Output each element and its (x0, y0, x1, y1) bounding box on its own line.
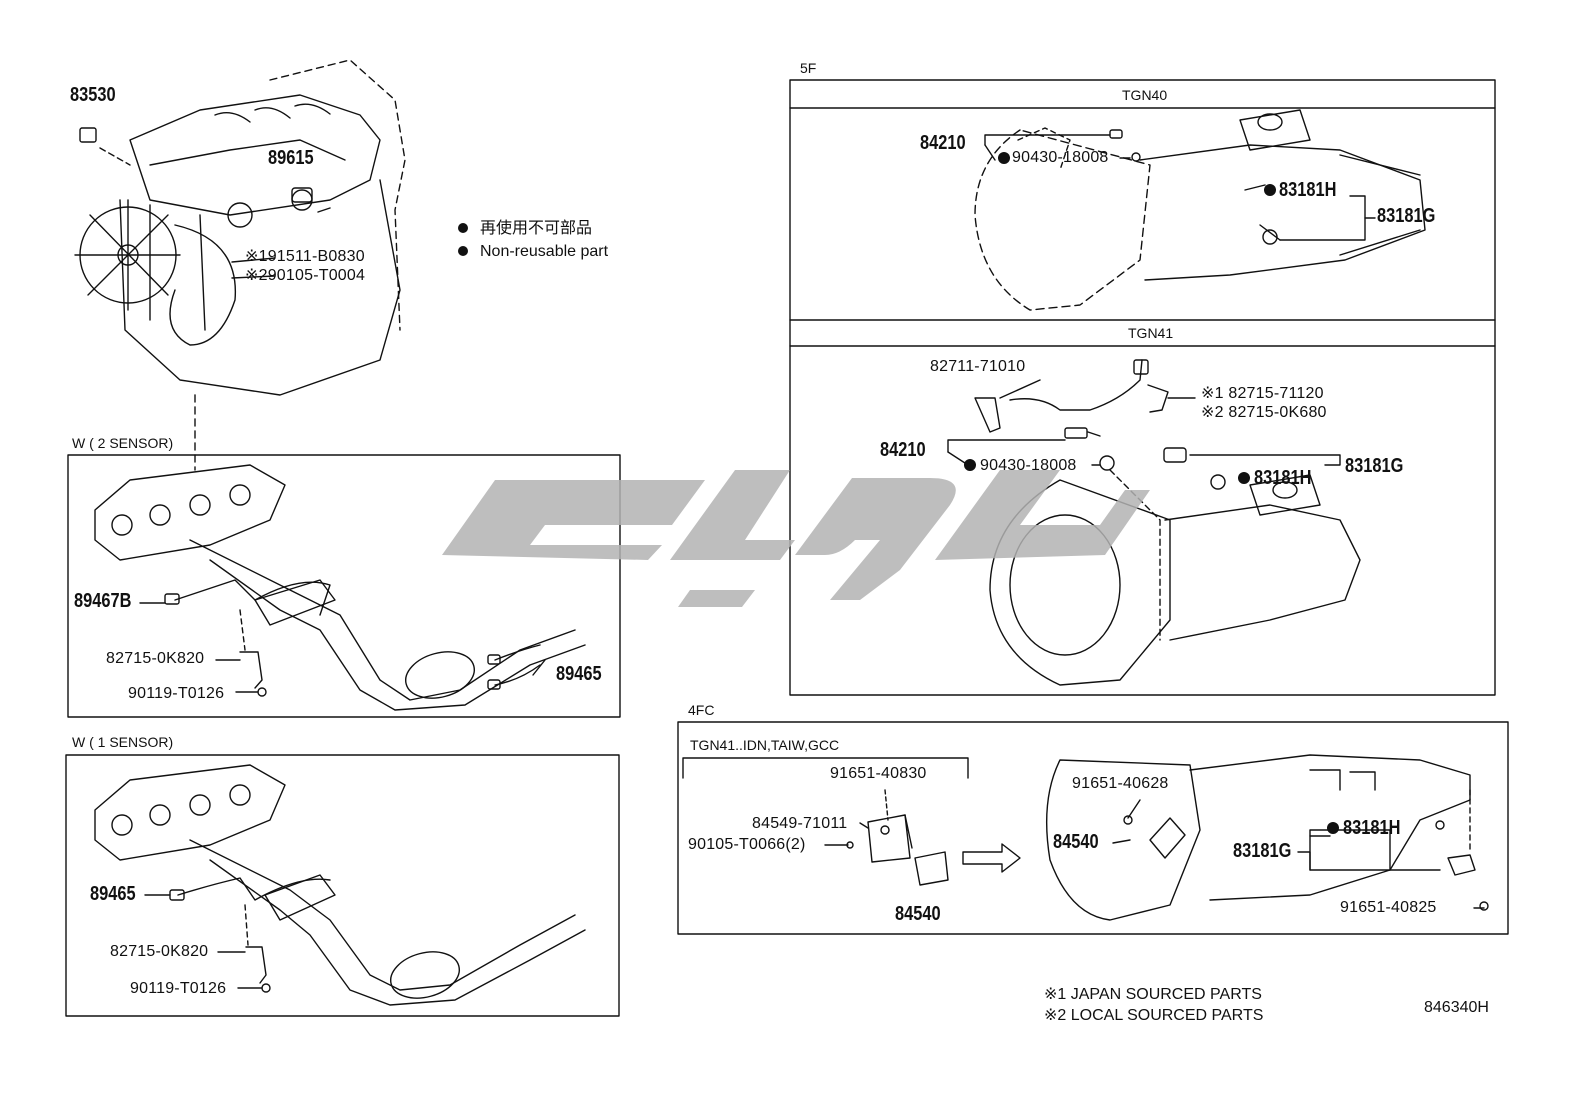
legend-en: Non-reusable part (480, 243, 609, 260)
part-label-83181g-4fc: 83181G (1233, 840, 1292, 862)
part-label-82715-0k820-w2: 82715-0K820 (106, 650, 205, 667)
section-tgn41: TGN41 (1128, 325, 1174, 341)
footnote-japan-sourced: ※1 JAPAN SOURCED PARTS (1044, 986, 1262, 1003)
part-label-83530: 83530 (70, 84, 116, 106)
part-label-82715-0k820-w1: 82715-0K820 (110, 943, 209, 960)
section-tgn41-idn-taiw-gcc: TGN41..IDN,TAIW,GCC (690, 737, 840, 753)
section-5f: 5F (800, 60, 817, 76)
part-label-191511-b0830: ※191511-B0830 (245, 248, 365, 265)
part-label-89615: 89615 (268, 147, 314, 169)
w1-exhaust-manifold (94, 764, 586, 1006)
part-label-82715-0k680: ※2 82715-0K680 (1201, 404, 1327, 421)
4fc-frame (677, 721, 1509, 935)
part-label-89465-w2: 89465 (556, 663, 602, 685)
part-label-89465-w1: 89465 (90, 883, 136, 905)
part-label-290105-t0004: ※290105-T0004 (245, 267, 366, 284)
watermark-logo (442, 470, 1150, 607)
non-reusable-markers (458, 152, 1339, 834)
part-label-84540-detail: 84540 (895, 903, 941, 925)
legend-jp: 再使用不可部品 (480, 220, 593, 237)
part-label-90430-18008-tgn40: 90430-18008 (1012, 149, 1109, 166)
part-label-90119-t0126-w2: 90119-T0126 (128, 685, 225, 702)
w2-exhaust-manifold (94, 464, 586, 711)
part-label-89467b: 89467B (74, 590, 132, 612)
engine-illustration (74, 59, 406, 471)
part-label-82711-71010: 82711-71010 (930, 358, 1026, 375)
part-label-83181g-tgn41: 83181G (1345, 455, 1404, 477)
part-label-91651-40628: 91651-40628 (1072, 775, 1169, 792)
w1-sensor-frame (65, 754, 620, 1017)
tgn41-transmission (974, 359, 1361, 686)
section-tgn40: TGN40 (1122, 87, 1168, 103)
w1-sensor-title: W ( 1 SENSOR) (72, 734, 174, 750)
tgn40-transmission (974, 109, 1426, 311)
part-label-90119-t0126-w1: 90119-T0126 (130, 980, 227, 997)
part-label-90430-18008-tgn41: 90430-18008 (980, 457, 1077, 474)
part-label-84210-tgn41: 84210 (880, 439, 926, 461)
part-label-82715-71120: ※1 82715-71120 (1201, 385, 1324, 402)
w2-sensor-title: W ( 2 SENSOR) (72, 435, 174, 451)
part-label-84210-tgn40: 84210 (920, 132, 966, 154)
4fc-sensor-detail (846, 789, 949, 886)
part-label-83181h-4fc: 83181H (1343, 817, 1401, 839)
4fc-transmission (1045, 754, 1489, 921)
footnote-local-sourced: ※2 LOCAL SOURCED PARTS (1044, 1007, 1264, 1024)
part-label-83181h-tgn41: 83181H (1254, 467, 1312, 489)
part-label-84540: 84540 (1053, 831, 1099, 853)
arrow-icon (962, 843, 1021, 873)
part-label-90105-t0066: 90105-T0066(2) (688, 836, 806, 853)
5f-frame (789, 79, 1496, 696)
section-4fc: 4FC (688, 702, 715, 718)
diagram-code: 846340H (1424, 999, 1489, 1016)
part-label-91651-40825: 91651-40825 (1340, 899, 1437, 916)
part-label-84549-71011: 84549-71011 (752, 815, 848, 832)
part-label-91651-40830: 91651-40830 (830, 765, 927, 782)
part-label-83181h-tgn40: 83181H (1279, 179, 1337, 201)
w2-sensor-frame (67, 454, 621, 718)
part-label-83181g-tgn40: 83181G (1377, 205, 1436, 227)
